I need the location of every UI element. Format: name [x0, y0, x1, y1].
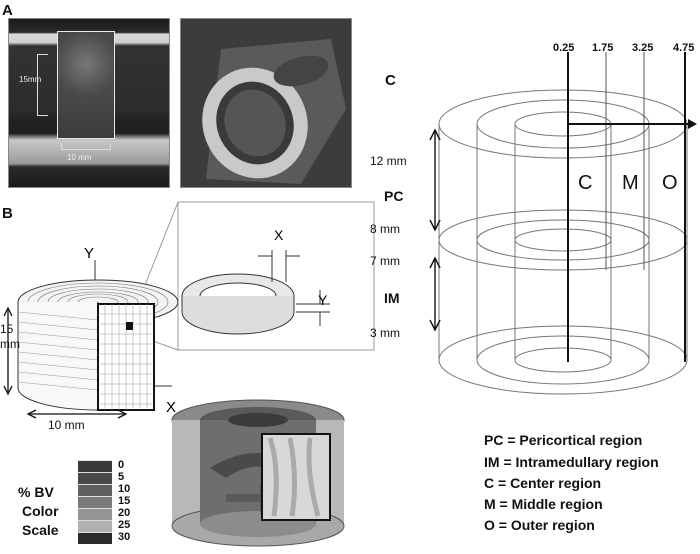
depth-im-bottom: 3 mm	[370, 326, 400, 340]
roi-box	[57, 31, 115, 139]
pc-label: PC	[384, 188, 404, 204]
inset-y-label: Y	[318, 292, 328, 308]
depth-im-top: 7 mm	[370, 254, 400, 268]
panel-label-b: B	[2, 205, 13, 222]
scale-title-2: Color	[22, 503, 59, 519]
scale-value-20: 20	[118, 507, 131, 519]
bone-3d-image	[180, 18, 352, 188]
width-dim-label: 10 mm	[48, 418, 85, 432]
scale-value-15: 15	[118, 495, 131, 507]
scale-value-30: 30	[118, 531, 131, 543]
height-dim-value: 15	[0, 322, 14, 336]
inset-x-label: X	[274, 227, 284, 243]
panel-b-diagram: X Y Y X	[3, 201, 375, 419]
legend-o: O = Outer region	[484, 517, 595, 533]
region-o-label: O	[662, 172, 678, 194]
cut-face-grid	[98, 304, 154, 410]
legend-c: C = Center region	[484, 475, 602, 491]
scale-value-10: 10	[118, 483, 131, 495]
radius-label-2: 1.75	[592, 42, 614, 54]
scale-title-3: Scale	[22, 522, 59, 538]
panel-label-a: A	[2, 2, 13, 19]
panel-c-diagram	[429, 52, 697, 395]
scale-value-25: 25	[118, 519, 131, 531]
axis-y-label: Y	[84, 245, 94, 262]
region-c-label: C	[578, 172, 593, 194]
scale-swatch-5	[78, 472, 112, 484]
selected-voxel	[126, 322, 133, 330]
ring-side	[181, 296, 295, 335]
scale-swatch-15	[78, 496, 112, 508]
inset-frame	[177, 201, 375, 351]
im-label: IM	[384, 290, 400, 306]
roi-width-label: 10 mm	[67, 153, 92, 162]
region-m-label: M	[622, 172, 639, 194]
legend-pc: PC = Pericortical region	[484, 432, 643, 448]
axis-x-label: X	[166, 399, 176, 416]
scale-swatch-30	[78, 532, 112, 544]
radius-label-3: 3.25	[632, 42, 654, 54]
depth-pc-top: 12 mm	[370, 154, 407, 168]
scale-swatch-25	[78, 520, 112, 532]
cylinder-slices	[17, 311, 99, 391]
region-rendering	[171, 399, 345, 547]
scale-swatch-10	[78, 484, 112, 496]
ct-slice-image: 15mm 10 mm	[8, 18, 170, 188]
legend-im: IM = Intramedullary region	[484, 454, 659, 470]
width-bracket	[61, 143, 111, 150]
scale-title-1: % BV	[18, 484, 54, 500]
height-dim-unit: mm	[0, 337, 20, 351]
roi-height-label: 15mm	[19, 75, 42, 84]
scale-swatch-0	[78, 460, 112, 472]
height-bracket	[37, 54, 48, 116]
panel-label-c: C	[385, 72, 396, 89]
legend-m: M = Middle region	[484, 496, 603, 512]
radius-label-4: 4.75	[673, 42, 695, 54]
scale-value-0: 0	[118, 459, 125, 471]
depth-pc-bottom: 8 mm	[370, 222, 400, 236]
scale-swatch-20	[78, 508, 112, 520]
radius-label-1: 0.25	[553, 42, 575, 54]
scale-value-5: 5	[118, 471, 125, 483]
